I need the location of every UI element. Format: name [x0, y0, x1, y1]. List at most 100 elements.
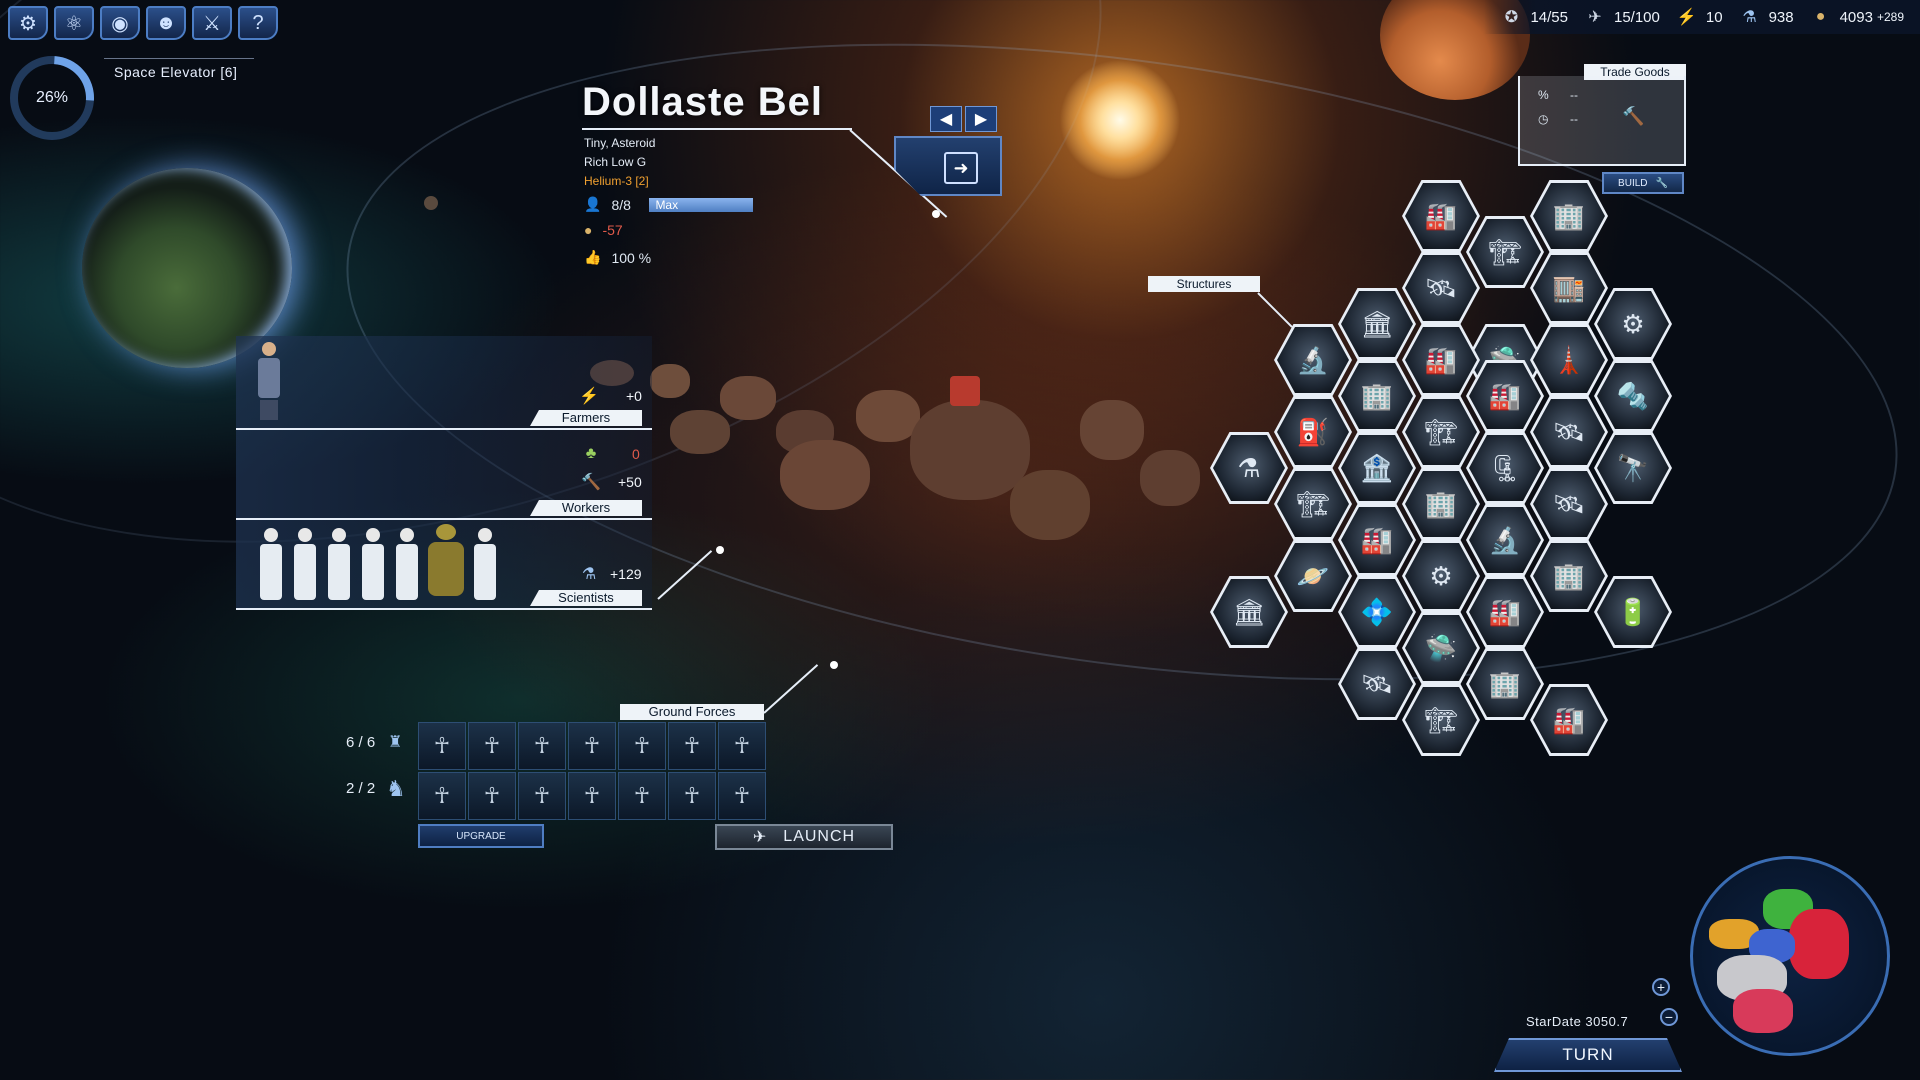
- structure-building-icon: 🏦: [1341, 435, 1413, 501]
- structure-hex[interactable]: 🏗: [1402, 396, 1480, 468]
- income-value: -57: [602, 222, 623, 238]
- structure-hex[interactable]: 🏗: [1274, 468, 1352, 540]
- empire-gear-icon[interactable]: ⚙: [8, 6, 48, 40]
- structure-hex[interactable]: 🏭: [1402, 324, 1480, 396]
- scientist-figure: [258, 528, 284, 608]
- structure-hex[interactable]: ⚗: [1210, 432, 1288, 504]
- structure-hex[interactable]: ⚙: [1594, 288, 1672, 360]
- troop-slot[interactable]: ☥: [418, 772, 466, 820]
- exit-view-icon[interactable]: ➜: [944, 152, 978, 184]
- structure-hex[interactable]: 🏭: [1338, 504, 1416, 576]
- homeworld-planet[interactable]: [82, 168, 292, 368]
- launch-button[interactable]: ✈ LAUNCH: [715, 824, 893, 850]
- structure-hex[interactable]: 🛰: [1338, 648, 1416, 720]
- structure-hex[interactable]: 🏭: [1466, 360, 1544, 432]
- scientists-panel[interactable]: ⚗ +129 Scientists: [236, 520, 652, 610]
- structure-building-icon: 🔬: [1277, 327, 1349, 393]
- planets-icon[interactable]: ◉: [100, 6, 140, 40]
- structure-hex[interactable]: 🔩: [1594, 360, 1672, 432]
- structure-hex[interactable]: 🏛: [1338, 288, 1416, 360]
- structure-hex[interactable]: 🗼: [1530, 324, 1608, 396]
- planet-name: Dollaste Bel: [582, 80, 823, 124]
- structure-hex[interactable]: 🏗: [1402, 684, 1480, 756]
- help-icon[interactable]: ?: [238, 6, 278, 40]
- troop-slot[interactable]: ☥: [518, 772, 566, 820]
- research-resource[interactable]: ⚗938: [1739, 6, 1793, 28]
- build-progress-ring[interactable]: 26%: [0, 38, 112, 158]
- structure-hex[interactable]: 🪐: [1274, 540, 1352, 612]
- structure-hex[interactable]: 🔭: [1594, 432, 1672, 504]
- structure-hex[interactable]: 🛸: [1402, 612, 1480, 684]
- structure-hex[interactable]: 💠: [1338, 576, 1416, 648]
- troop-slot[interactable]: ☥: [668, 772, 716, 820]
- structure-hex[interactable]: 🔬: [1466, 504, 1544, 576]
- ships-resource[interactable]: ✪14/55: [1500, 6, 1568, 28]
- trade-percent-value: --: [1570, 88, 1578, 102]
- credits-resource[interactable]: ●4093+289: [1810, 6, 1904, 28]
- troop-slot[interactable]: ☥: [518, 722, 566, 770]
- troop-slot[interactable]: ☥: [568, 722, 616, 770]
- upgrade-button[interactable]: UPGRADE: [418, 824, 544, 848]
- income-row: ● -57: [584, 222, 623, 238]
- structure-hex[interactable]: 🔬: [1274, 324, 1352, 396]
- research-icon[interactable]: ⚛: [54, 6, 94, 40]
- trade-goods-panel[interactable]: [1518, 76, 1686, 166]
- structure-hex[interactable]: 🛰: [1402, 252, 1480, 324]
- asteroid-field: [580, 340, 1280, 560]
- influence-resource[interactable]: ⚡ 10: [1676, 6, 1723, 28]
- structure-hex[interactable]: 🗜: [1466, 432, 1544, 504]
- structure-hex[interactable]: 🏭: [1466, 576, 1544, 648]
- structure-hex[interactable]: 🏭: [1402, 180, 1480, 252]
- structure-hex[interactable]: 🏢: [1338, 360, 1416, 432]
- influence-bolt-icon: ⚡: [1676, 9, 1697, 26]
- structure-hex[interactable]: 🏢: [1530, 540, 1608, 612]
- troop-slot[interactable]: ☥: [668, 722, 716, 770]
- end-turn-button[interactable]: TURN: [1494, 1038, 1682, 1072]
- ships-icon: ✪: [1504, 9, 1519, 26]
- structure-hex[interactable]: ⚙: [1402, 540, 1480, 612]
- troop-slot[interactable]: ☥: [618, 722, 666, 770]
- structure-hex[interactable]: 🏦: [1338, 432, 1416, 504]
- galaxy-minimap[interactable]: [1690, 856, 1890, 1056]
- structure-hex[interactable]: 🏗: [1466, 216, 1544, 288]
- previous-planet-arrow-icon[interactable]: ◀: [930, 106, 962, 132]
- troop-slot[interactable]: ☥: [418, 722, 466, 770]
- troop-slot[interactable]: ☥: [568, 772, 616, 820]
- structure-hex[interactable]: 🏬: [1530, 252, 1608, 324]
- structure-building-icon: 🏢: [1533, 183, 1605, 249]
- structure-hex[interactable]: 🏭: [1530, 684, 1608, 756]
- troop-slot[interactable]: ☥: [468, 722, 516, 770]
- structure-hex[interactable]: 🔋: [1594, 576, 1672, 648]
- structure-hex[interactable]: 🏛: [1210, 576, 1288, 648]
- influence-value: 10: [1705, 8, 1723, 26]
- build-queue-item-label[interactable]: Space Elevator [6]: [114, 64, 238, 80]
- moon: [424, 196, 438, 210]
- structure-hex[interactable]: ⛽: [1274, 396, 1352, 468]
- troop-slot[interactable]: ☥: [618, 772, 666, 820]
- ground-forces-connector-line: [763, 664, 819, 714]
- troop-slot[interactable]: ☥: [718, 722, 766, 770]
- structures-label: Structures: [1148, 276, 1260, 292]
- fleet-resource[interactable]: ✈15/100: [1584, 6, 1660, 28]
- scientist-figure: [394, 528, 420, 608]
- workers-panel[interactable]: ♣ 0 🔨 +50 Workers: [236, 430, 652, 520]
- structure-hex[interactable]: 🏢: [1530, 180, 1608, 252]
- structure-hex[interactable]: 🏢: [1466, 648, 1544, 720]
- next-planet-arrow-icon[interactable]: ▶: [965, 106, 997, 132]
- troop-slot[interactable]: ☥: [468, 772, 516, 820]
- food-icon: ♣: [585, 445, 597, 462]
- empire-territory-pink: [1733, 989, 1793, 1033]
- structure-hex[interactable]: 🏢: [1402, 468, 1480, 540]
- aliens-icon[interactable]: ☻: [146, 6, 186, 40]
- farmers-value: +0: [626, 388, 642, 404]
- military-icon[interactable]: ⚔: [192, 6, 232, 40]
- zoom-out-icon[interactable]: −: [1660, 1008, 1678, 1026]
- workers-label: Workers: [530, 500, 642, 516]
- planet-size-type: Tiny, Asteroid: [584, 136, 656, 150]
- build-button[interactable]: BUILD 🔧: [1602, 172, 1684, 194]
- structure-hex[interactable]: 🛰: [1530, 396, 1608, 468]
- troop-slot[interactable]: ☥: [718, 772, 766, 820]
- zoom-in-icon[interactable]: +: [1652, 978, 1670, 996]
- farmers-panel[interactable]: ⚡ +0 Farmers: [236, 336, 652, 430]
- structure-hex[interactable]: 🛰: [1530, 468, 1608, 540]
